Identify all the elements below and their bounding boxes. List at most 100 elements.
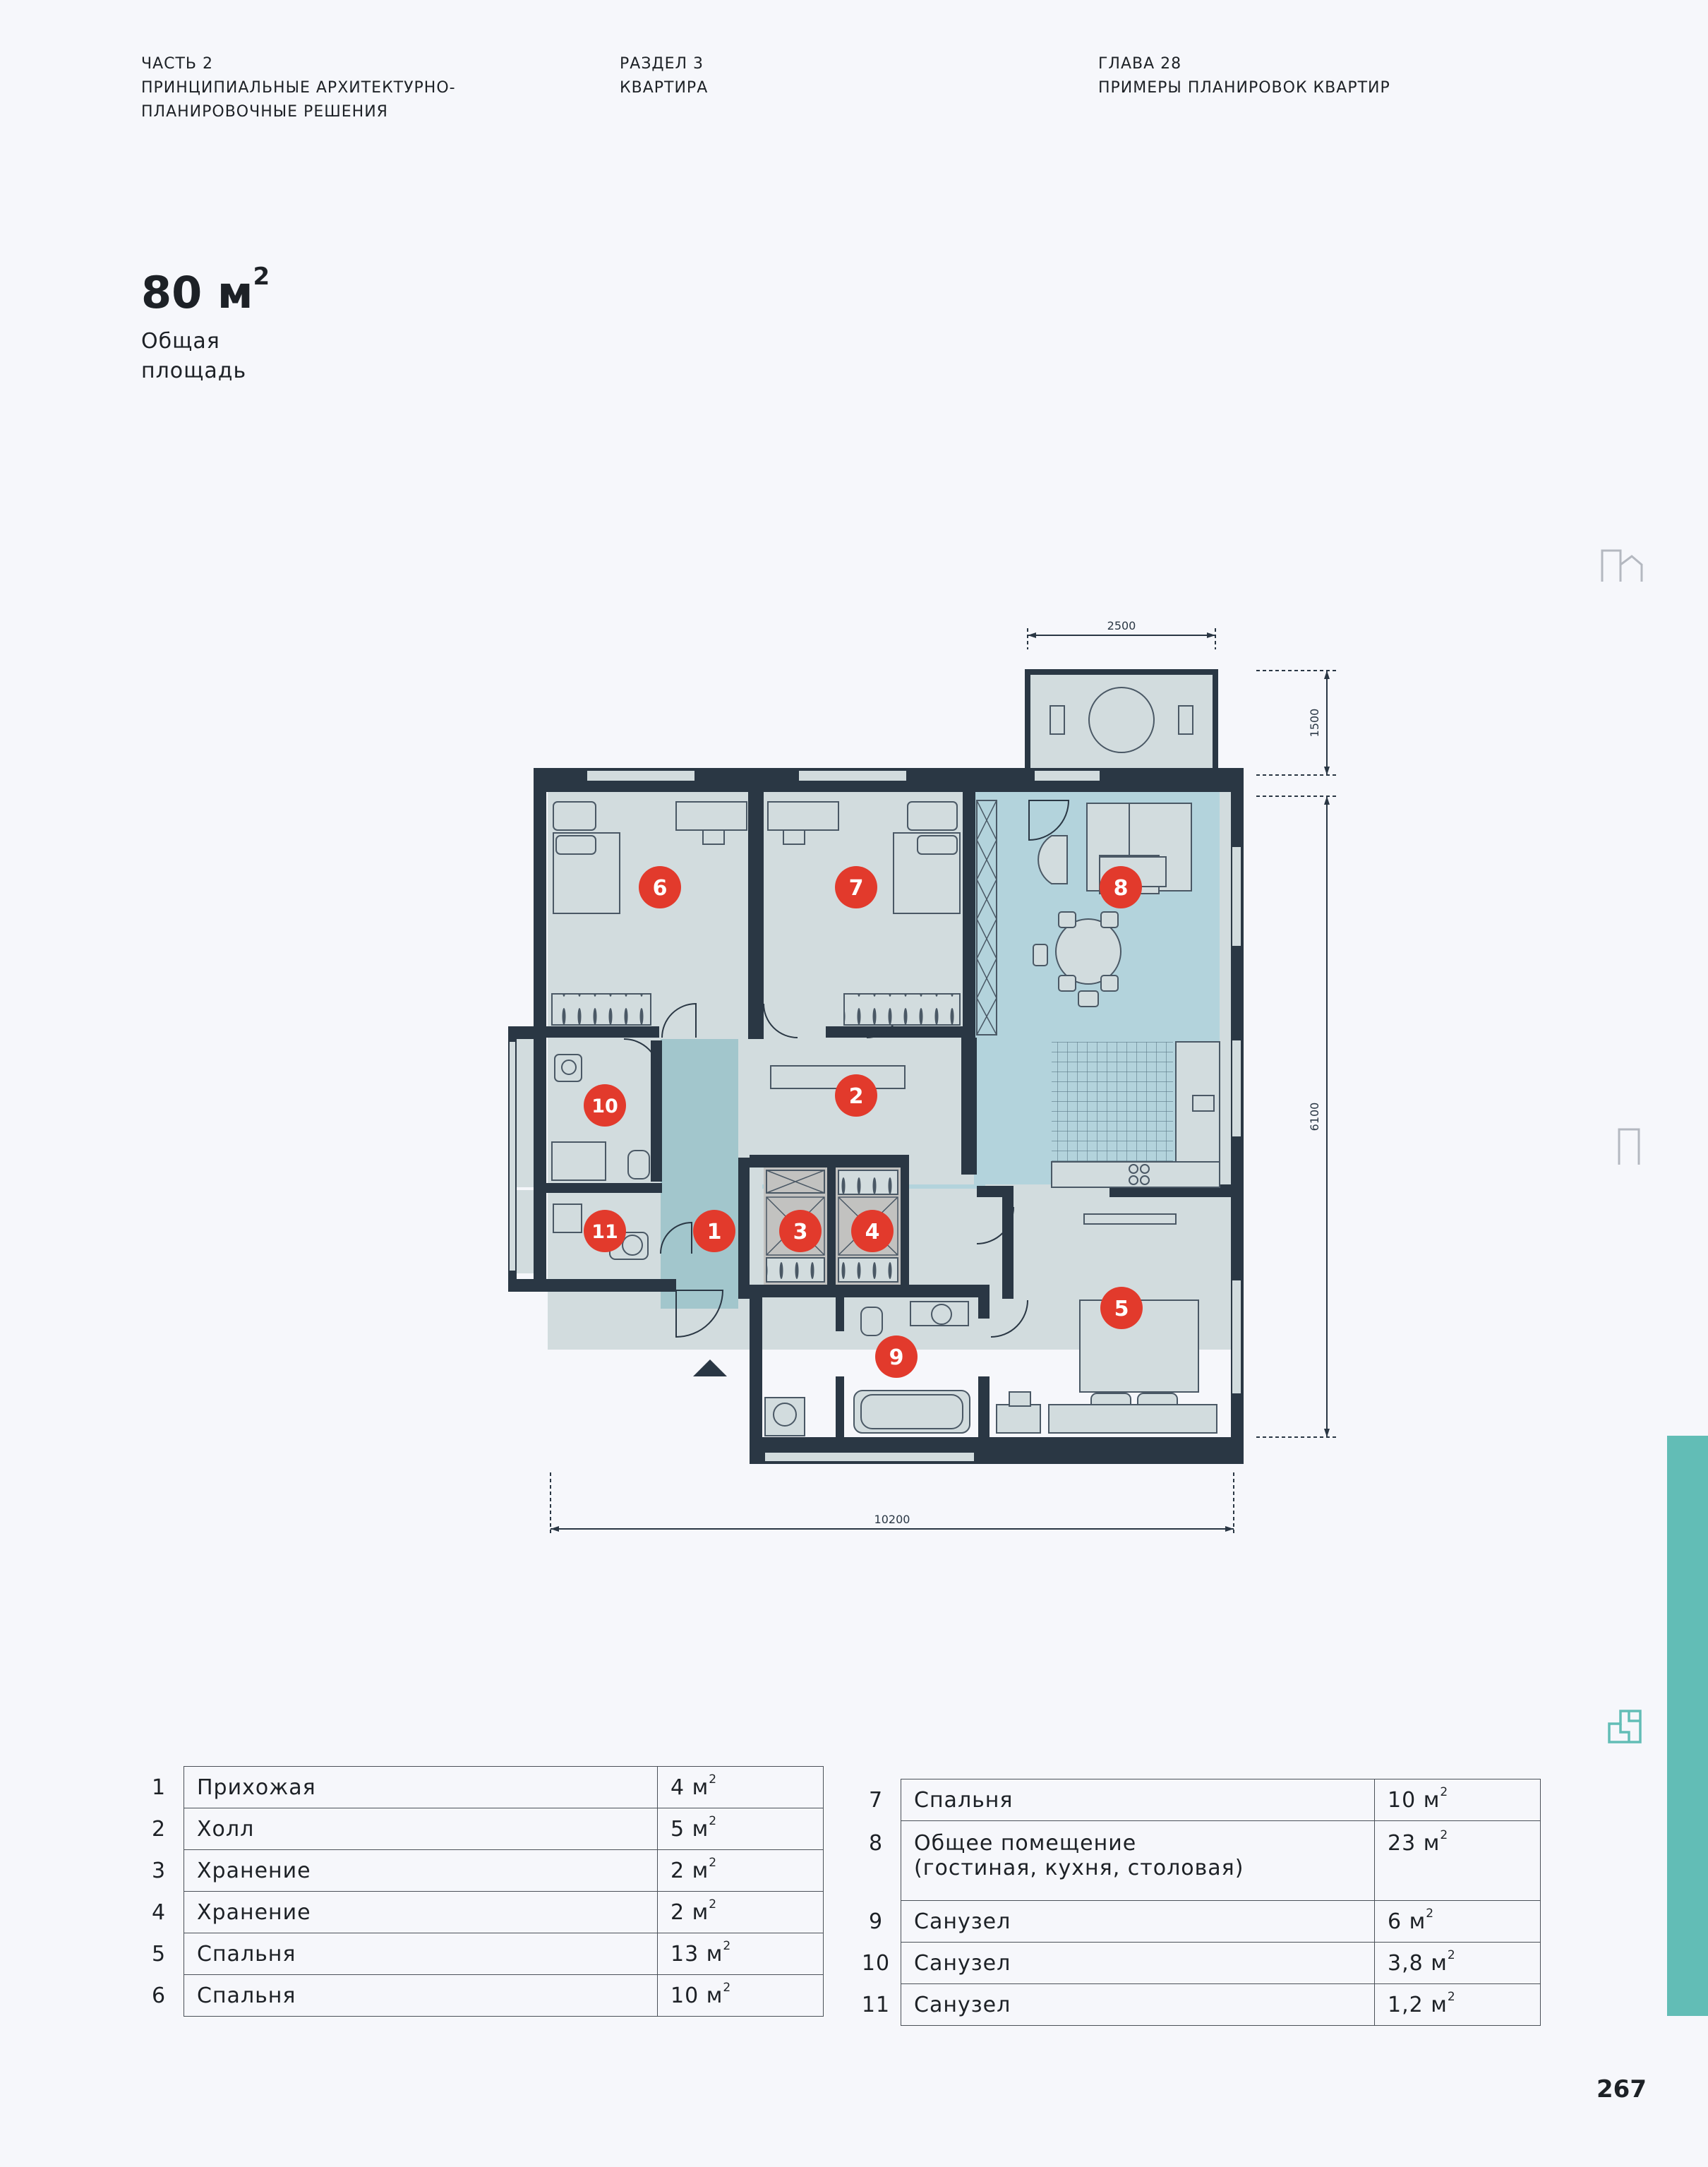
room-name: Спальня [184, 1974, 658, 2017]
header-part-line: ПЛАНИРОВОЧНЫЕ РЕШЕНИЯ [141, 103, 388, 121]
room-area: 13 м2 [657, 1933, 824, 1975]
room-number: 6 [151, 1983, 167, 2008]
marker-7: 7 [835, 866, 877, 908]
dimension-lines [550, 628, 1338, 1536]
room-number: 11 [861, 1992, 891, 2017]
room-name: Санузел [901, 1942, 1375, 1984]
marker-11: 11 [584, 1210, 626, 1252]
marker-3: 3 [779, 1210, 822, 1252]
furniture [551, 801, 1220, 1436]
room-name: Санузел [901, 1900, 1375, 1943]
room-number: 10 [861, 1950, 891, 1976]
table-row: 1 Прихожая 4 м2 [141, 1766, 824, 1808]
total-area-label-1: Общая [141, 329, 220, 354]
door-icon [1618, 1128, 1640, 1165]
room-name: Спальня [901, 1779, 1375, 1821]
dim-height-label: 6100 [1308, 1103, 1321, 1131]
room-number: 3 [151, 1858, 167, 1883]
room-name: Холл [184, 1808, 658, 1850]
svg-text:9: 9 [889, 1345, 904, 1370]
wardrobes [551, 800, 997, 1283]
entrance-arrow [693, 1359, 727, 1376]
room-name: Санузел [901, 1983, 1375, 2026]
room-number: 4 [151, 1899, 167, 1925]
marker-4: 4 [851, 1210, 894, 1252]
room-area: 10 м2 [1374, 1779, 1541, 1821]
walls [508, 768, 1244, 1464]
room-area: 2 м2 [657, 1891, 824, 1933]
room-name: Хранение [184, 1849, 658, 1892]
svg-text:7: 7 [849, 876, 864, 901]
svg-text:2: 2 [849, 1084, 864, 1109]
legend-table-right: 7 Спальня 10 м2 8 Общее помещение(гостин… [858, 1779, 1541, 2026]
table-row: 5 Спальня 13 м2 [141, 1933, 824, 1975]
table-row: 8 Общее помещение(гостиная, кухня, столо… [858, 1820, 1541, 1901]
room-name: Общее помещение(гостиная, кухня, столова… [901, 1820, 1375, 1901]
header-section-line: КВАРТИРА [620, 79, 709, 97]
header-part: ЧАСТЬ 2 ПРИНЦИПИАЛЬНЫЕ АРХИТЕКТУРНО- ПЛА… [141, 52, 456, 124]
table-row: 3 Хранение 2 м2 [141, 1849, 824, 1892]
room-number: 2 [151, 1816, 167, 1842]
svg-text:1: 1 [707, 1220, 722, 1244]
table-row: 10 Санузел 3,8 м2 [858, 1942, 1541, 1984]
side-tab [1667, 1436, 1708, 2016]
door-swings [623, 800, 1070, 1338]
room-number: 9 [868, 1909, 884, 1934]
header-section: РАЗДЕЛ 3 КВАРТИРА [620, 52, 708, 100]
marker-5: 5 [1100, 1287, 1143, 1329]
floor-plan: 2500 1500 6100 10200 [508, 619, 1338, 1536]
room-area: 6 м2 [1374, 1900, 1541, 1943]
total-area-sup: 2 [253, 263, 270, 291]
marker-10: 10 [584, 1084, 626, 1127]
header-section-line: РАЗДЕЛ 3 [620, 55, 704, 73]
room-markers: 6 7 8 2 10 11 1 3 4 5 9 [584, 866, 1143, 1378]
header-part-line: ПРИНЦИПИАЛЬНЫЕ АРХИТЕКТУРНО- [141, 79, 456, 97]
svg-text:8: 8 [1114, 876, 1129, 901]
room-area: 2 м2 [657, 1849, 824, 1892]
svg-text:5: 5 [1114, 1297, 1129, 1321]
room-area: 23 м2 [1374, 1820, 1541, 1901]
room-area: 3,8 м2 [1374, 1942, 1541, 1984]
svg-text:6: 6 [653, 876, 668, 901]
room-name: Спальня [184, 1933, 658, 1975]
dim-width-label: 10200 [874, 1513, 910, 1526]
room-area: 1,2 м2 [1374, 1983, 1541, 2026]
marker-9: 9 [875, 1335, 918, 1378]
room-number: 1 [151, 1775, 167, 1800]
marker-1: 1 [693, 1210, 735, 1252]
dim-top-label: 2500 [1107, 619, 1136, 632]
room-area: 4 м2 [657, 1766, 824, 1808]
header-part-line: ЧАСТЬ 2 [141, 55, 214, 73]
header-chapter-line: ПРИМЕРЫ ПЛАНИРОВОК КВАРТИР [1098, 79, 1390, 97]
table-row: 7 Спальня 10 м2 [858, 1779, 1541, 1821]
total-area-value: 80 м [141, 267, 253, 318]
room-area: 5 м2 [657, 1808, 824, 1850]
svg-text:3: 3 [793, 1220, 808, 1244]
marker-6: 6 [639, 866, 681, 908]
table-row: 4 Хранение 2 м2 [141, 1891, 824, 1933]
table-row: 11 Санузел 1,2 м2 [858, 1983, 1541, 2026]
room-name: Хранение [184, 1891, 658, 1933]
table-row: 6 Спальня 10 м2 [141, 1974, 824, 2017]
building-icon [1601, 549, 1643, 582]
total-area-label-2: площадь [141, 359, 247, 383]
floorplan-icon [1608, 1710, 1642, 1743]
header-chapter: ГЛАВА 28 ПРИМЕРЫ ПЛАНИРОВОК КВАРТИР [1098, 52, 1390, 100]
total-area: 80 м2 [141, 263, 270, 318]
dimension-arrows [551, 632, 1330, 1532]
header-chapter-line: ГЛАВА 28 [1098, 55, 1182, 73]
marker-8: 8 [1100, 866, 1142, 908]
dim-balcony-label: 1500 [1308, 709, 1321, 738]
room-number: 8 [868, 1830, 884, 1856]
marker-2: 2 [835, 1074, 877, 1117]
room-number: 7 [868, 1787, 884, 1813]
svg-text:10: 10 [591, 1095, 618, 1117]
svg-text:11: 11 [591, 1221, 618, 1243]
room-name: Прихожая [184, 1766, 658, 1808]
balcony [1025, 669, 1218, 782]
legend-table-left: 1 Прихожая 4 м2 2 Холл 5 м2 3 Хранение 2… [141, 1766, 824, 2017]
page-number: 267 [1596, 2075, 1647, 2103]
table-row: 9 Санузел 6 м2 [858, 1900, 1541, 1943]
table-row: 2 Холл 5 м2 [141, 1808, 824, 1850]
svg-text:4: 4 [865, 1220, 880, 1244]
